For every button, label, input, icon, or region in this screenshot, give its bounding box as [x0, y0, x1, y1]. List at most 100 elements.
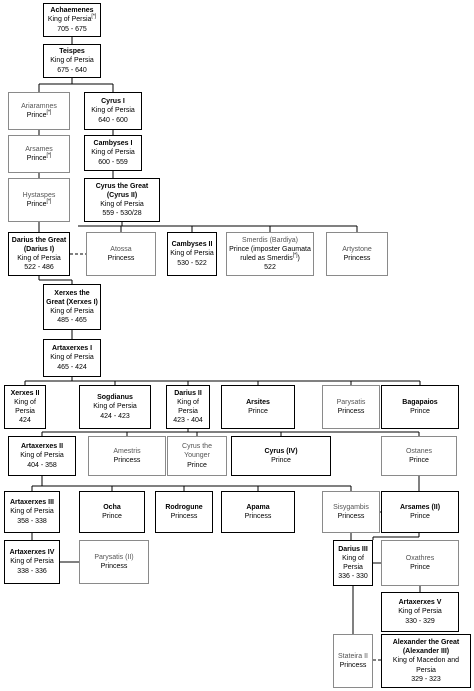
- person-name: Cyrus (IV): [264, 447, 298, 455]
- person-title: Prince: [248, 407, 268, 416]
- person-title: Prince: [102, 512, 122, 521]
- person-title-text: King of Persia: [17, 255, 61, 262]
- citation-note[interactable]: [*]: [91, 14, 97, 21]
- reign-years: 600 - 559: [98, 158, 128, 166]
- person-name: Artaxerxes III: [10, 499, 54, 507]
- reign-years: 424 - 423: [100, 412, 130, 420]
- person-name: Arsites: [246, 398, 270, 406]
- person-title-text: Princess: [113, 457, 141, 464]
- person-title: King of Persia: [17, 254, 61, 263]
- person-name: Smerdis (Bardiya): [241, 236, 298, 244]
- person-title: Princess: [114, 456, 141, 465]
- reign-years: 522: [264, 264, 276, 272]
- person-name: Darius III: [338, 545, 368, 553]
- person-title-end: ): [297, 255, 300, 262]
- person-title-text: King of Persia: [342, 554, 364, 571]
- person-name: Cyrus I: [101, 98, 125, 106]
- person-name: Sisygambis: [333, 503, 369, 511]
- citation-mark: *: [47, 109, 50, 116]
- person-title-text: Prince: [26, 155, 47, 162]
- citation-note[interactable]: [*]: [292, 252, 298, 259]
- reign-years: 329 - 323: [411, 675, 441, 683]
- reign-years: 530 - 522: [177, 259, 207, 267]
- reign-years: 465 - 424: [57, 363, 87, 371]
- person-title: Prince: [187, 461, 207, 470]
- person-name: Bagapaios: [402, 398, 438, 406]
- person-title-text: King of Persia: [20, 452, 64, 460]
- person-title: Prince[*]: [26, 109, 52, 120]
- person-name: Rodrogune: [165, 503, 203, 511]
- person-name: Oxathres: [405, 554, 435, 562]
- person-title: King of Persia: [91, 148, 135, 157]
- reign-years: 640 - 600: [98, 116, 128, 124]
- person-name: Apama: [246, 503, 270, 511]
- reign-years: 675 - 640: [57, 66, 87, 74]
- person-title-text: Prince: [248, 408, 268, 415]
- person-title-text: King of Persia: [50, 354, 94, 362]
- person-title-text: Prince: [271, 457, 291, 464]
- person-title: King of Persia[*]: [48, 15, 96, 24]
- reign-years: 358 - 338: [17, 517, 47, 525]
- person-title: King of Persia: [170, 249, 214, 258]
- person-title-text: Princess: [244, 513, 272, 520]
- person-title: Prince: [410, 563, 430, 572]
- person-title: King of Persia: [20, 451, 64, 460]
- person-title: King of Persia: [10, 507, 54, 516]
- person-title-text: Prince: [26, 112, 47, 119]
- person-title: Prince[*]: [26, 152, 52, 163]
- person-title-text: King of Persia: [91, 107, 135, 115]
- person-title-text: Prince: [26, 201, 47, 208]
- person-title: King of Persia: [50, 353, 94, 362]
- reign-years: 423 - 404: [173, 417, 203, 425]
- person-title: King of Persia: [10, 557, 54, 566]
- reign-years: 330 - 329: [405, 617, 435, 625]
- person-name: Atossa: [110, 245, 132, 253]
- person-box-xerxes1: Xerxes the Great (Xerxes I)King of Persi…: [43, 284, 101, 330]
- person-title: King of Macedon and Persia: [384, 656, 468, 674]
- person-title-text: King of Persia: [50, 57, 94, 65]
- person-name: Ariaramnes: [21, 102, 57, 110]
- person-name: Artaxerxes I: [51, 345, 93, 353]
- person-name: Stateira II: [338, 652, 368, 660]
- citation-mark: *: [47, 152, 50, 159]
- citation-note[interactable]: [*]: [46, 152, 52, 159]
- person-title-text: Prince (imposter Gaumata ruled as Smerdi…: [229, 245, 311, 262]
- person-name: Alexander the Great (Alexander III): [392, 639, 460, 656]
- person-title: King of Persia: [336, 554, 370, 572]
- citation-note[interactable]: [*]: [46, 198, 52, 205]
- person-box-cyrusgreat: Cyrus the Great (Cyrus II)King of Persia…: [84, 178, 160, 222]
- person-title: Princess: [108, 254, 135, 263]
- citation-note[interactable]: [*]: [46, 109, 52, 116]
- person-name: Arsames: [25, 145, 53, 153]
- person-title-text: King of Persia: [91, 149, 135, 157]
- person-title: King of Persia: [7, 398, 43, 416]
- person-title-text: King of Persia: [10, 558, 54, 566]
- reign-years: 485 - 465: [57, 317, 87, 325]
- person-name: Xerxes II: [10, 389, 40, 397]
- person-box-alexander: Alexander the Great (Alexander III)King …: [381, 634, 471, 688]
- person-title: Prince (imposter Gaumata ruled as Smerdi…: [229, 245, 311, 263]
- person-name: Parysatis (II): [94, 553, 134, 561]
- person-box-arsames2: Arsames (II)Prince: [381, 491, 459, 533]
- citation-mark: *: [47, 198, 50, 205]
- person-name: Hystaspes: [22, 191, 56, 199]
- person-title: Princess: [344, 254, 371, 263]
